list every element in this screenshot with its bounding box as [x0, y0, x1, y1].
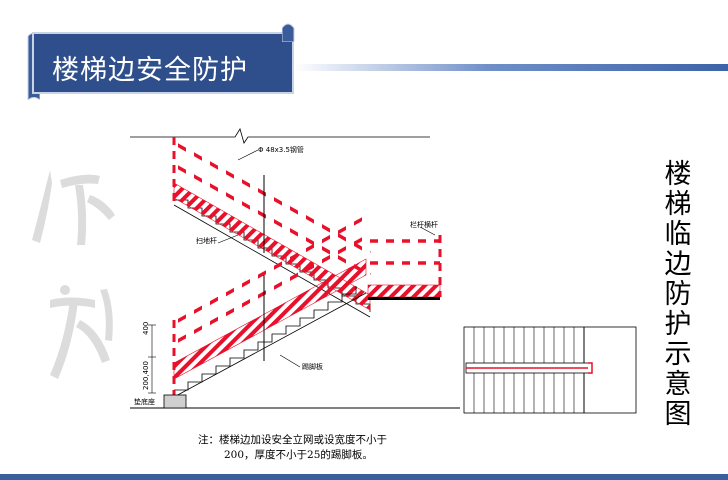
note-line-1: 注：楼梯边加设安全立网或设宽度不小于 — [198, 434, 387, 446]
watermark-calligraphy — [32, 170, 115, 379]
title-banner — [32, 32, 294, 94]
stair-plan-drawing — [463, 326, 637, 414]
label-dim-upper: 400 — [142, 321, 150, 335]
note-line-2: 200，厚度不小于25的踢脚板。 — [224, 449, 373, 461]
label-sweep-rod: 扫地杆 — [196, 237, 217, 245]
footer-bar — [0, 474, 728, 480]
label-dim-lower: 200,400 — [142, 361, 150, 390]
label-rail: 栏杆横杆 — [410, 221, 438, 229]
header-accent-line — [294, 64, 728, 71]
page-title: 楼梯边安全防护 — [52, 55, 248, 86]
label-steel-pipe: Φ 48x3.5钢管 — [258, 146, 304, 154]
label-base: 垫底座 — [134, 398, 155, 406]
side-caption: 楼梯临边防护示意图 — [664, 159, 692, 430]
stair-section-drawing — [130, 128, 460, 409]
label-toe-board: 踢脚板 — [302, 363, 323, 371]
title-scroll-top — [282, 23, 295, 42]
